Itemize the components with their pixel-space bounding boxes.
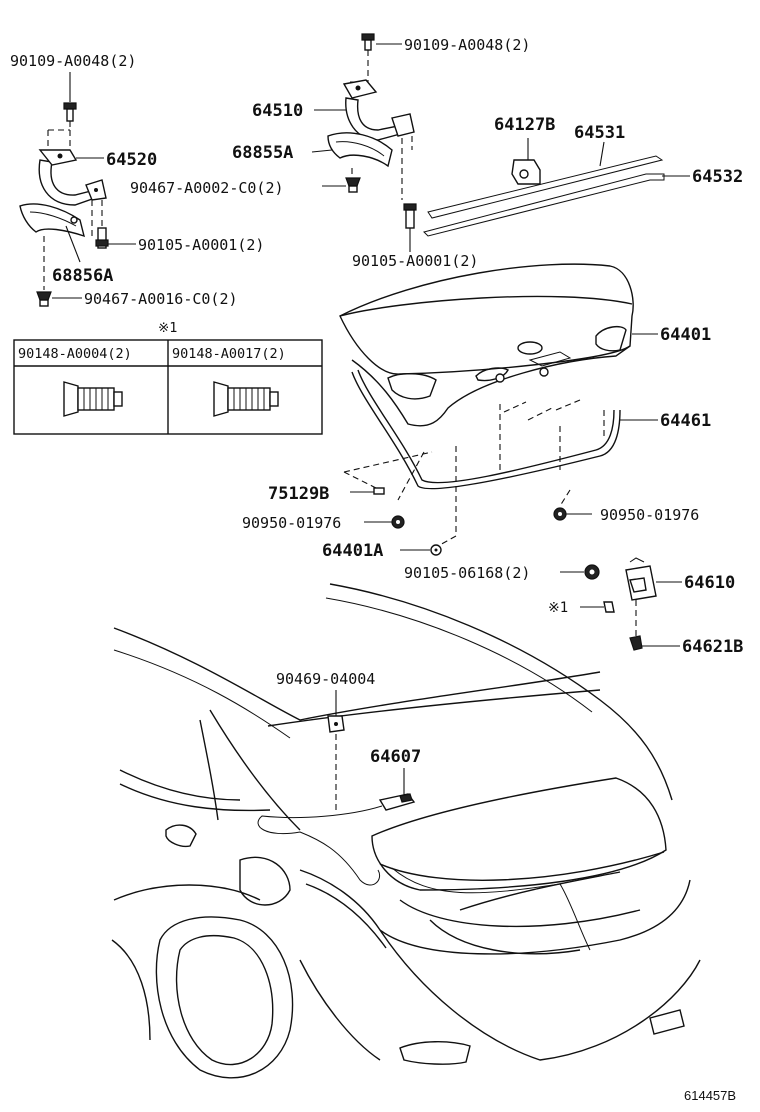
label-90105-06168: 90105-06168(2) [404, 564, 530, 582]
screw-90148-A0017-icon [213, 381, 279, 417]
lock-64610-icon [625, 557, 657, 640]
bolt-90109-left-icon [63, 102, 77, 122]
hinge-64510-icon [342, 79, 415, 141]
clip-90467-bottom-icon [36, 291, 52, 307]
label-90950-left: 90950-01976 [242, 514, 341, 532]
bolt-90109-mid-icon [361, 33, 375, 51]
hinge-64520-icon [38, 149, 107, 206]
hinge-cover-68855A-icon [327, 132, 393, 168]
note-table-col1: 90148-A0004(2) [18, 346, 132, 362]
emblem-clip-75129B-icon [373, 487, 385, 495]
label-90109-mid: 90109-A0048(2) [404, 36, 530, 54]
label-64401: 64401 [660, 325, 711, 345]
label-64621B: 64621B [682, 637, 743, 657]
car-body-icon [111, 583, 701, 1079]
torsion-bar-64531-icon [427, 155, 664, 219]
torsion-bar-64532-icon [423, 173, 665, 237]
opener-switch-64607-icon [378, 793, 416, 811]
bolt-90105-left-icon [95, 227, 109, 249]
bracket-64621B-icon [629, 635, 643, 651]
label-90950-right: 90950-01976 [600, 506, 699, 524]
note-table-col2: 90148-A0017(2) [172, 346, 286, 362]
grommet-90950-left-icon [391, 515, 405, 529]
label-64607: 64607 [370, 747, 421, 767]
label-64401A: 64401A [322, 541, 383, 561]
label-68855A: 68855A [232, 143, 293, 163]
note-table: ※1 90148-A0004(2) 90148-A0017(2) [13, 320, 323, 435]
note-table-marker: ※1 [158, 320, 177, 336]
label-64520: 64520 [106, 150, 157, 170]
torsion-bar-group: 64127B 64531 64532 [423, 115, 743, 237]
screw-note1-icon [603, 601, 615, 613]
label-64532: 64532 [692, 167, 743, 187]
label-64127B: 64127B [494, 115, 555, 135]
label-90467-bottom: 90467-A0016-C0(2) [84, 290, 238, 308]
label-90469: 90469-04004 [276, 670, 375, 688]
screw-90148-A0004-icon [63, 381, 123, 417]
weatherstrip-64461-icon [351, 369, 621, 490]
grommet-90950-right-icon [553, 507, 567, 521]
label-note1-marker: ※1 [548, 600, 568, 616]
diagram-code: 614457B [684, 1088, 736, 1103]
label-64461: 64461 [660, 411, 711, 431]
label-64610: 64610 [684, 573, 735, 593]
hinge-right-group: 90109-A0048(2) 64510 68855A 90467-A0002-… [130, 33, 530, 270]
label-90105-left: 90105-A0001(2) [138, 236, 264, 254]
bolt-90105-06168-icon [584, 564, 600, 580]
plug-64401A-icon [430, 544, 442, 556]
clip-90467-top-icon [345, 177, 361, 193]
label-90109-left: 90109-A0048(2) [10, 52, 136, 70]
bar-holder-64127B-icon [511, 159, 541, 185]
bolt-90105-mid-icon [403, 203, 417, 229]
label-90105-mid: 90105-A0001(2) [352, 252, 478, 270]
label-64510: 64510 [252, 101, 303, 121]
label-90467-top: 90467-A0002-C0(2) [130, 179, 284, 197]
label-68856A: 68856A [52, 266, 113, 286]
clip-90469-icon [327, 715, 345, 733]
trunk-lid-64401-icon [339, 263, 634, 430]
hinge-cover-68856A-icon [19, 203, 85, 238]
hinge-left-group: 90109-A0048(2) 64520 90 [10, 52, 264, 308]
label-75129B: 75129B [268, 484, 329, 504]
label-64531: 64531 [574, 123, 625, 143]
